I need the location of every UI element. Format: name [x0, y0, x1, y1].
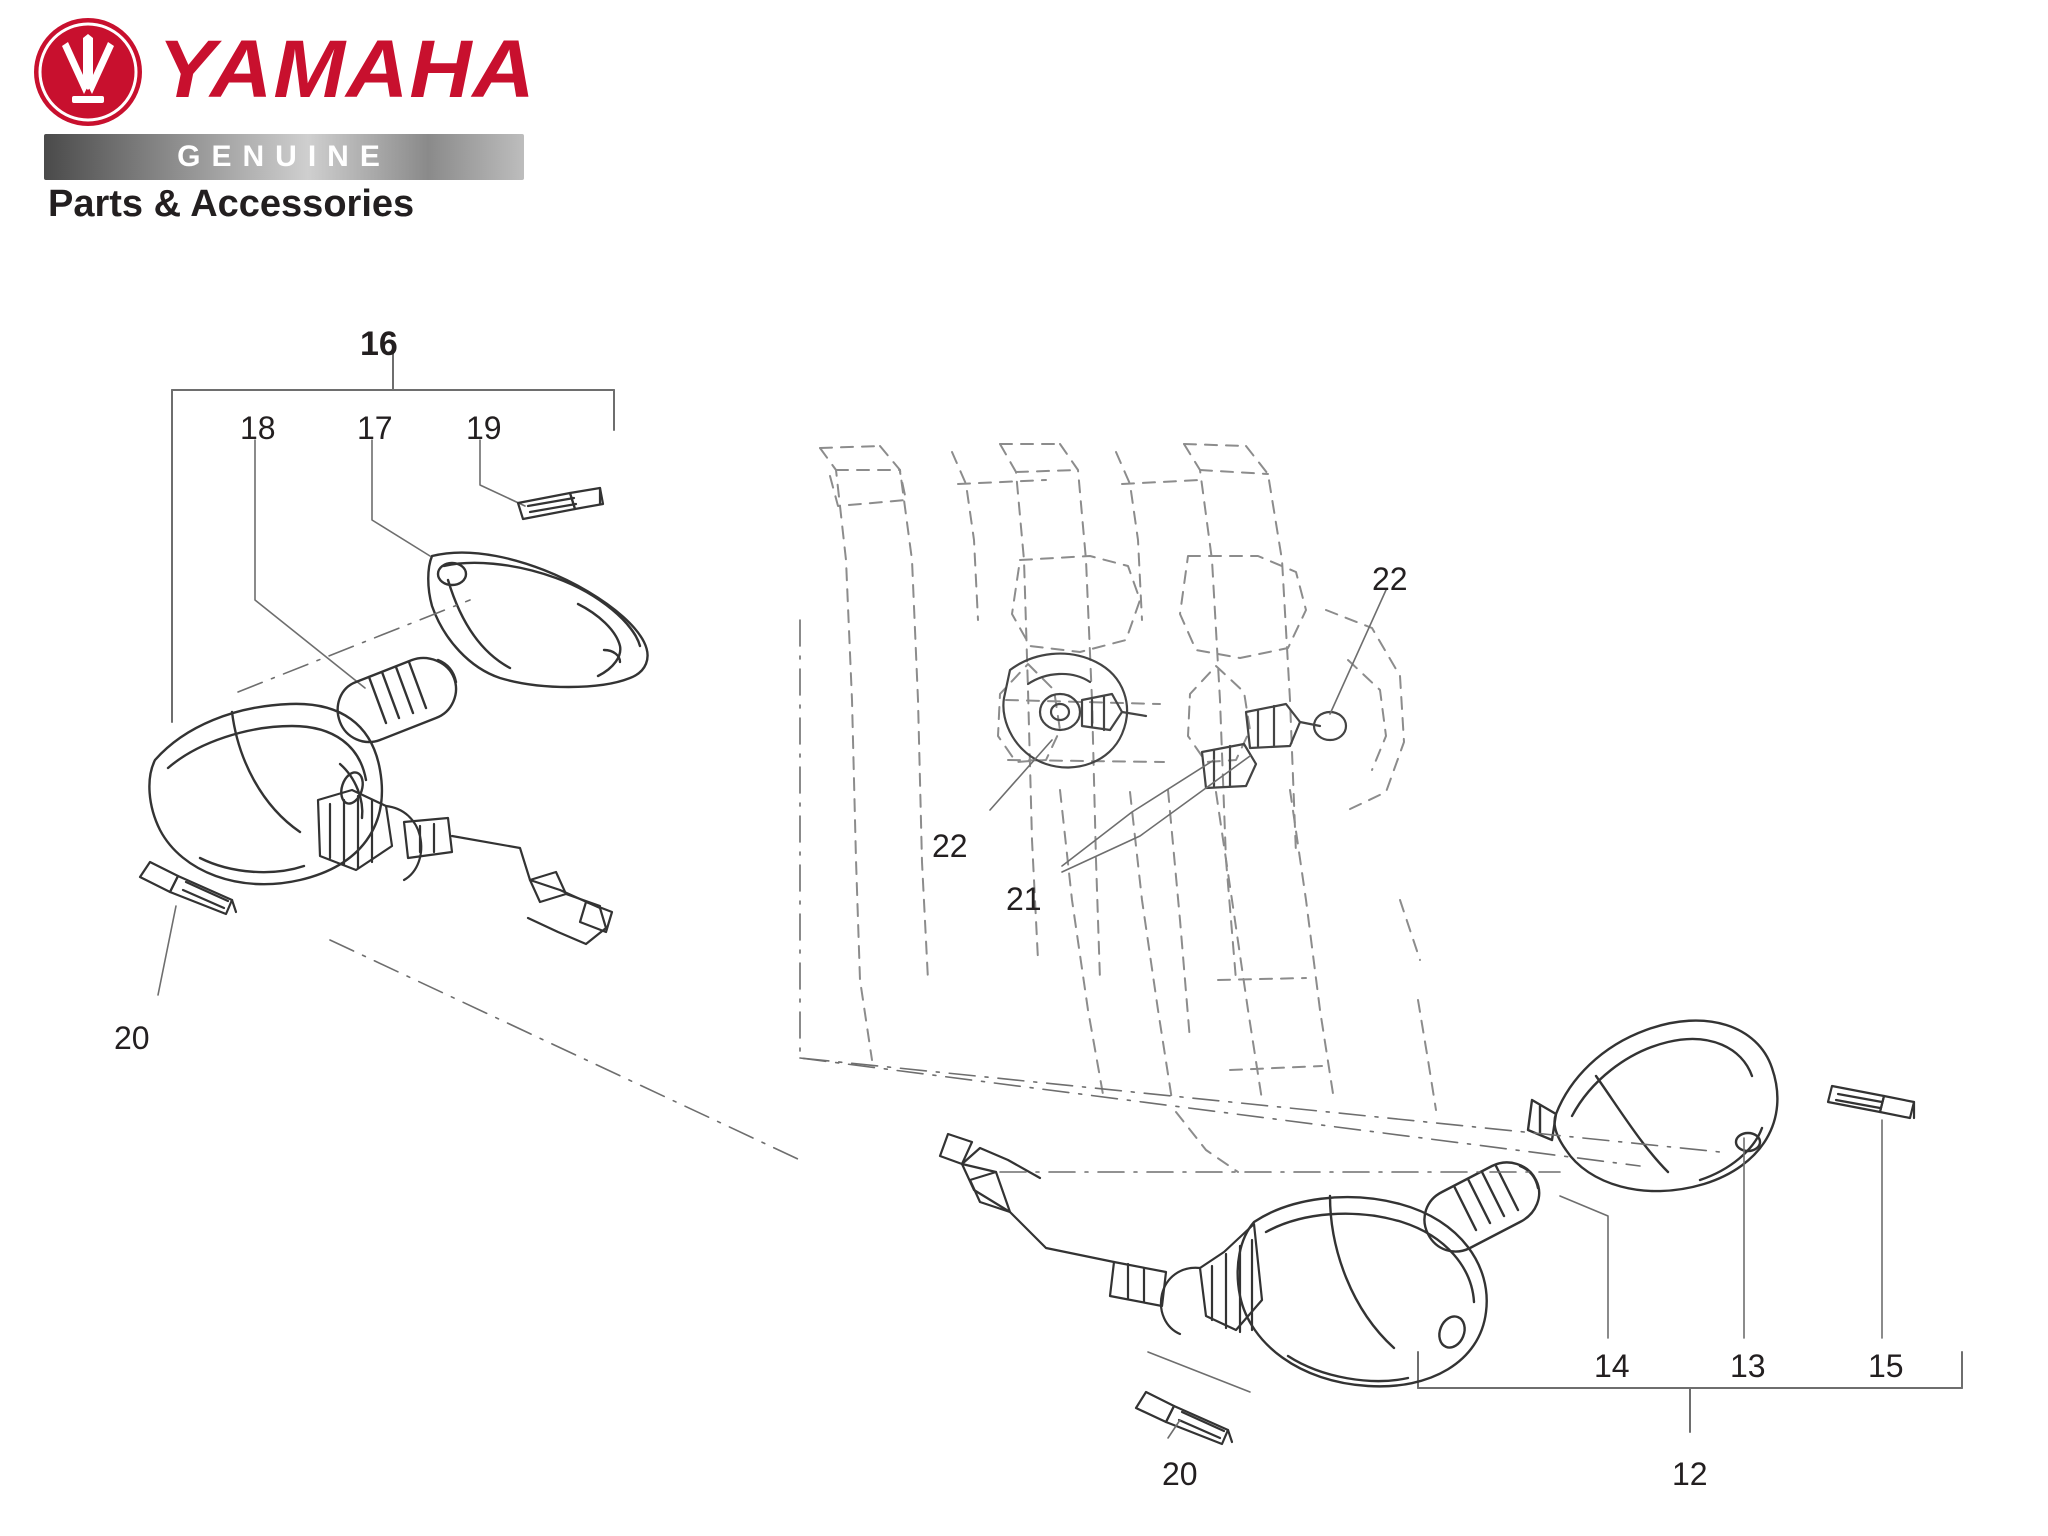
callout-17: 17 — [357, 410, 393, 446]
part-17-lens — [427, 551, 649, 689]
part-15-screw — [1826, 1084, 1916, 1120]
genuine-bar: GENUINE — [44, 134, 524, 180]
yamaha-logo-block: YAMAHA GENUINE Parts & Accessories — [18, 8, 558, 226]
callout-15: 15 — [1868, 1348, 1904, 1384]
parts-accessories-tagline: Parts & Accessories — [48, 183, 415, 225]
yamaha-tuning-fork-icon — [34, 18, 142, 126]
genuine-text: GENUINE — [177, 140, 391, 173]
callout-19: 19 — [466, 410, 502, 446]
callout-18: 18 — [240, 410, 276, 446]
part-20-screw-lower — [1134, 1390, 1234, 1446]
part-16-assembly — [148, 702, 384, 886]
callout-13: 13 — [1730, 1348, 1766, 1384]
part-13-lens — [1526, 1019, 1779, 1193]
callout-14: 14 — [1594, 1348, 1630, 1384]
bracket-16 — [171, 351, 615, 723]
yamaha-wordmark: YAMAHA — [158, 24, 536, 115]
part-19-screw — [516, 486, 605, 521]
phantom-motorcycle — [819, 443, 1437, 1173]
part-16-stem — [316, 788, 614, 946]
callout-22-right: 22 — [1372, 561, 1408, 597]
part-20-screw-upper — [138, 860, 238, 916]
part-18-bulb — [336, 656, 458, 744]
part-12-assembly — [1236, 1194, 1488, 1388]
callout-20-lower: 20 — [1162, 1456, 1198, 1492]
part-12-stem — [938, 1132, 1264, 1336]
bracket-assembly-21-22 — [1002, 652, 1348, 790]
callout-21: 21 — [1006, 881, 1042, 917]
callout-12: 12 — [1672, 1456, 1708, 1492]
callout-16: 16 — [360, 325, 398, 363]
callout-20-upper: 20 — [114, 1020, 150, 1056]
callout-22-left: 22 — [932, 828, 968, 864]
part-14-bulb — [1423, 1161, 1541, 1253]
